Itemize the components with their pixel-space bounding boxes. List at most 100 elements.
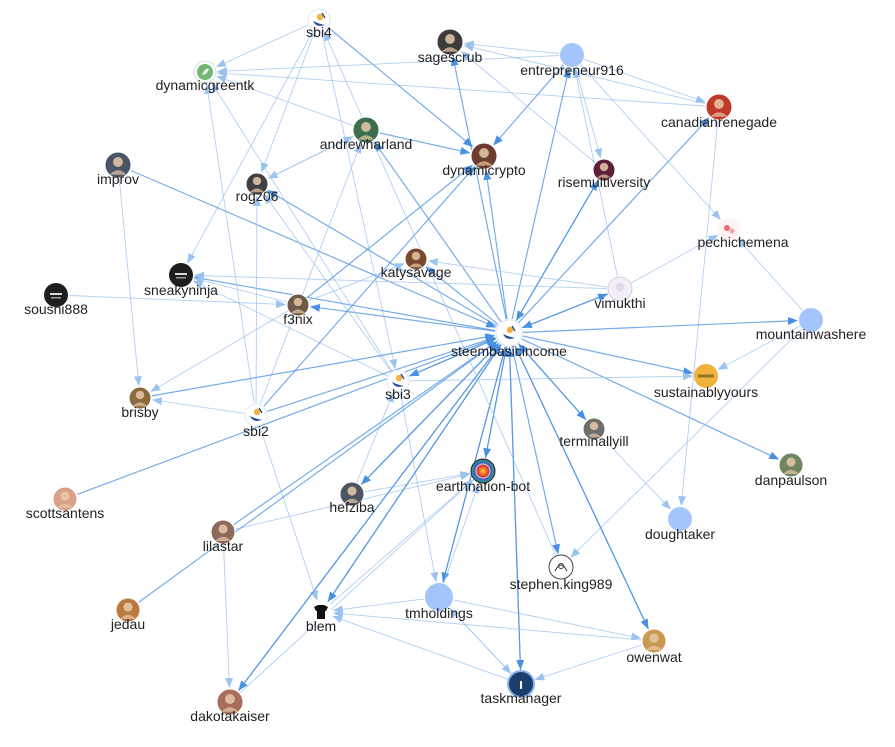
edge-sbi2-to-dynamicgreentk (204, 83, 255, 404)
node-tmholdings[interactable]: tmholdings (405, 583, 473, 621)
node-hefziba[interactable]: hefziba (329, 481, 375, 515)
edge-sbi4-to-sbi3 (321, 31, 398, 370)
node-label: f3nix (283, 311, 313, 327)
edge-entrepreneur916-to-dynamicrypto (493, 64, 564, 146)
node-f3nix[interactable]: f3nix (283, 293, 313, 327)
node-taskmanager[interactable]: taskmanager (481, 670, 562, 706)
avatar-icon (193, 60, 217, 84)
edge-tmholdings-to-earthnation-bot (443, 483, 480, 583)
edge-steembasicincome-to-sustainablyyours (522, 335, 694, 375)
node-sneakyninja[interactable]: sneakyninja (144, 263, 218, 298)
node-soushi888[interactable]: soushi888 (24, 283, 88, 317)
node-label: taskmanager (481, 690, 562, 706)
node-owenwat[interactable]: owenwat (626, 628, 682, 665)
edge-brisby-to-steembasicincome (151, 333, 496, 397)
edge-entrepreneur916-to-sagescrub (463, 40, 560, 55)
node-danpaulson[interactable]: danpaulson (755, 452, 827, 488)
node-label: steembasicincome (451, 343, 567, 359)
node-mountainwashere[interactable]: mountainwashere (756, 308, 867, 342)
node-vimukthi[interactable]: vimukthi (594, 276, 646, 311)
edge-improv-to-brisby (118, 178, 142, 387)
node-label: sagescrub (418, 49, 483, 65)
edge-sbi4-to-rogz06 (261, 31, 316, 173)
node-label: soushi888 (24, 301, 88, 317)
node-andrewharland[interactable]: andrewharland (320, 116, 413, 152)
node-label: earthnation-bot (436, 478, 530, 494)
node-doughtaker[interactable]: doughtaker (645, 507, 715, 542)
node-brisby[interactable]: brisby (121, 386, 159, 420)
avatar-icon (52, 486, 78, 512)
avatar-icon (307, 8, 331, 32)
node-terminallyill[interactable]: terminallyill (559, 417, 629, 449)
node-sbi2[interactable]: sbi2 (243, 403, 269, 439)
node-pechichemena[interactable]: pechichemena (697, 218, 789, 250)
avatar-icon (286, 293, 310, 317)
node-label: sustainablyyours (654, 384, 758, 400)
avatar-icon (718, 218, 740, 240)
node-label: canadianrenegade (661, 114, 777, 130)
node-rogz06[interactable]: rogz06 (236, 172, 279, 204)
edge-vimukthi-to-pechichemena (631, 234, 719, 284)
node-circle-icon (560, 43, 584, 67)
node-dynamicrypto[interactable]: dynamicrypto (442, 142, 526, 178)
node-lilastar[interactable]: lilastar (203, 519, 244, 554)
edge-canadianrenegade-to-sagescrub (463, 43, 706, 105)
edge-lilastar-to-steembasicincome (233, 341, 498, 526)
avatar-icon (169, 263, 193, 287)
node-label: lilastar (203, 538, 244, 554)
edge-steembasicincome-to-entrepreneur916 (511, 67, 571, 320)
node-risemultiversity[interactable]: risemultiversity (558, 158, 651, 190)
node-label: terminallyill (559, 433, 628, 449)
node-sagescrub[interactable]: sagescrub (418, 28, 483, 65)
node-label: blem (306, 618, 336, 634)
node-label: andrewharland (320, 136, 413, 152)
edge-sbi2-to-brisby (151, 397, 245, 414)
edge-taskmanager-to-tmholdings (449, 607, 512, 675)
avatar-icon (607, 276, 633, 302)
edge-sbi2-to-andrewharland (259, 143, 362, 404)
node-dakotakaiser[interactable]: dakotakaiser (190, 688, 270, 724)
node-label: dakotakaiser (190, 708, 270, 724)
node-blem[interactable]: blem (306, 601, 336, 634)
avatar-icon (436, 28, 464, 56)
node-improv[interactable]: improv (97, 151, 139, 187)
edge-earthnation-bot-to-steembasicincome (484, 346, 509, 459)
avatar-icon (778, 452, 804, 478)
node-dynamicgreentk[interactable]: dynamicgreentk (156, 60, 256, 93)
node-canadianrenegade[interactable]: canadianrenegade (661, 93, 777, 130)
edge-steembasicincome-to-mountainwashere (522, 316, 798, 333)
avatar-icon (210, 519, 236, 545)
edge-f3nix-to-sneakyninja (193, 276, 287, 303)
edge-mountainwashere-to-pechichemena (737, 237, 803, 311)
edge-f3nix-to-brisby (150, 310, 288, 392)
node-circle-icon (425, 583, 453, 611)
node-sbi3[interactable]: sbi3 (385, 369, 411, 402)
edge-andrewharland-to-dynamicrypto (379, 132, 471, 155)
node-steembasicincome[interactable]: steembasicincome (451, 319, 567, 359)
edge-terminallyill-to-steembasicincome (518, 343, 587, 421)
node-jedau[interactable]: jedau (110, 597, 145, 632)
edge-sbi2-to-dynamicrypto (263, 166, 475, 407)
avatar-icon (244, 403, 268, 427)
node-scottsantens[interactable]: scottsantens (26, 486, 105, 521)
avatar-icon (694, 364, 718, 388)
edge-steembasicincome-to-canadianrenegade (518, 117, 710, 324)
avatar-icon (245, 172, 269, 196)
node-label: jedau (110, 616, 145, 632)
node-katysavage[interactable]: katysavage (381, 247, 452, 280)
edge-dakotakaiser-to-earthnation-bot (239, 479, 474, 693)
node-sustainablyyours[interactable]: sustainablyyours (654, 364, 758, 400)
node-entrepreneur916[interactable]: entrepreneur916 (520, 43, 624, 78)
edge-rogz06-to-andrewharland (267, 136, 354, 180)
node-sbi4[interactable]: sbi4 (306, 8, 332, 40)
node-label: sbi2 (243, 423, 269, 439)
avatar-icon (705, 93, 733, 121)
edge-owenwat-to-blem (333, 609, 642, 641)
edge-improv-to-steembasicincome (130, 169, 497, 328)
node-stephen.king989[interactable]: stephen.king989 (510, 554, 613, 592)
edge-soushi888-to-f3nix (68, 295, 286, 309)
node-label: dynamicrypto (442, 162, 525, 178)
node-earthnation-bot[interactable]: earthnation-bot (436, 458, 530, 494)
edge-blem-to-steembasicincome (327, 344, 502, 603)
